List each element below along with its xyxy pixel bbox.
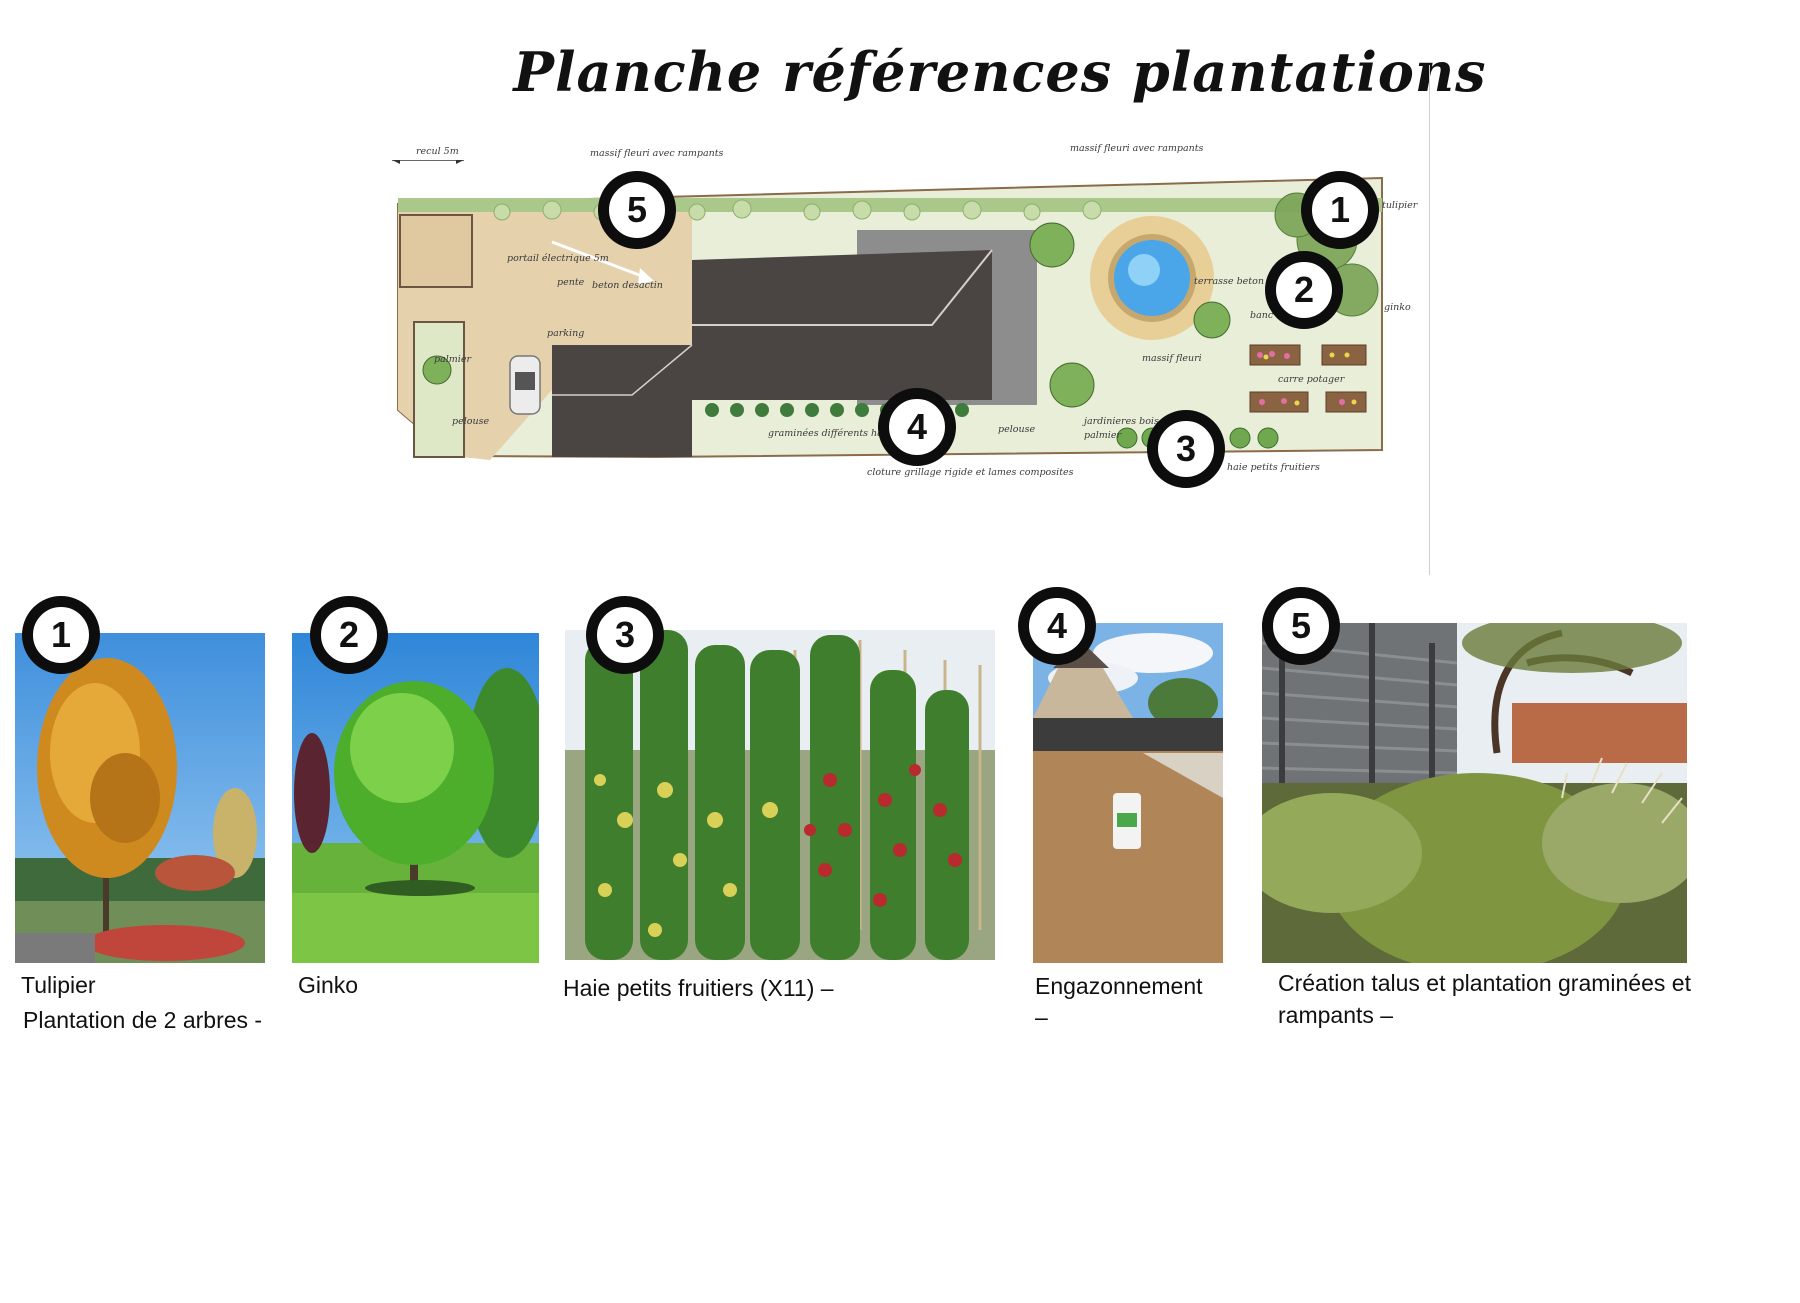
plan-label-banc: banc xyxy=(1250,310,1274,321)
plan-label-tulipier: tulipier xyxy=(1382,200,1418,211)
plan-label-massif-right: massif fleuri avec rampants xyxy=(1070,143,1204,154)
plan-label-portail: portail électrique 5m xyxy=(507,253,609,264)
reference-marker-2: 2 xyxy=(310,596,388,674)
plan-label-palmier-left: palmier xyxy=(434,354,471,365)
plan-label-massif-fleuri: massif fleuri xyxy=(1142,353,1202,364)
caption-4-line-1: Engazonnement xyxy=(1035,973,1203,999)
plan-label-pelouse-left: pelouse xyxy=(452,416,490,427)
reference-photo-2 xyxy=(292,633,539,963)
caption-1-line-2: Plantation de 2 arbres - xyxy=(23,1007,263,1033)
caption-5-line-1: Création talus et plantation graminées e… xyxy=(1278,970,1691,996)
reference-marker-4: 4 xyxy=(1018,587,1096,665)
reference-photo-5 xyxy=(1262,623,1687,963)
reference-marker-3: 3 xyxy=(586,596,664,674)
plan-label-terrasse: terrasse beton desacti xyxy=(1194,276,1302,287)
reference-marker-1: 1 xyxy=(22,596,100,674)
caption-3-line-1: Haie petits fruitiers (X11) – xyxy=(563,975,834,1001)
plan-label-recul: recul 5m xyxy=(416,146,459,157)
plan-marker-5: 5 xyxy=(598,171,676,249)
ginkgo-tree-photo xyxy=(292,633,539,963)
plan-label-graminees: graminées différents hauteurs xyxy=(768,428,914,439)
plan-label-palmier-right: palmier xyxy=(1084,430,1121,441)
plan-label-pelouse-right: pelouse xyxy=(998,424,1036,435)
reference-photo-1 xyxy=(15,633,265,963)
vertical-divider xyxy=(1429,65,1430,575)
plan-label-jardinieres: jardinieres bois xyxy=(1084,416,1159,427)
caption-5-line-2: rampants – xyxy=(1278,1002,1394,1028)
caption-2-line-1: Ginko xyxy=(298,972,359,998)
plan-marker-2: 2 xyxy=(1265,251,1343,329)
reference-photo-4 xyxy=(1033,623,1223,963)
plan-label-cloture: cloture grillage rigide et lames composi… xyxy=(867,467,1074,478)
plan-label-massif-left: massif fleuri avec rampants xyxy=(590,148,724,159)
fruit-hedge-photo xyxy=(565,630,995,960)
caption-1-line-1: Tulipier xyxy=(21,972,96,998)
plan-label-pente: pente xyxy=(557,277,585,288)
reference-photo-3 xyxy=(565,630,995,960)
caption-4-line-2: – xyxy=(1035,1004,1048,1030)
plan-label-carre-potager: carre potager xyxy=(1278,374,1345,385)
tulip-tree-photo xyxy=(15,633,265,963)
plan-label-ginko: ginko xyxy=(1384,302,1411,313)
lawn-seeding-photo xyxy=(1033,623,1223,963)
reference-marker-5: 5 xyxy=(1262,587,1340,665)
plan-label-parking: parking xyxy=(547,328,585,339)
plan-marker-3: 3 xyxy=(1147,410,1225,488)
page-title: Planche références plantations xyxy=(513,40,1487,104)
plan-label-beton: beton desactin xyxy=(592,280,663,291)
plan-marker-1: 1 xyxy=(1301,171,1379,249)
plan-marker-4: 4 xyxy=(878,388,956,466)
grasses-slope-photo xyxy=(1262,623,1687,963)
plan-label-haie: haie petits fruitiers xyxy=(1227,462,1320,473)
